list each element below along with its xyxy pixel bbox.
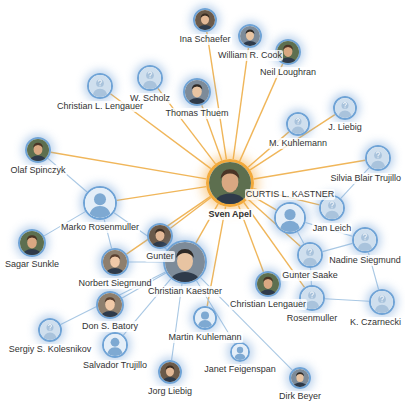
- author-name: Christian L. Lengauer: [56, 101, 144, 112]
- author-name: Janet Feigenspan: [203, 364, 277, 375]
- author-avatar: [183, 78, 211, 106]
- author-node: Silvia Blair Trujillo: [365, 145, 391, 171]
- author-name: Jan Leich: [312, 223, 353, 234]
- author-name: Gunter: [145, 251, 175, 262]
- author-node: M. Kuhlemann: [286, 112, 310, 136]
- coauthor-link: [117, 187, 207, 201]
- author-avatar: [352, 227, 378, 253]
- author-node: Ina Schaefer: [193, 8, 217, 32]
- author-name: Ina Schaefer: [178, 34, 231, 45]
- author-avatar: [297, 242, 323, 268]
- author-avatar: [38, 318, 62, 342]
- author-name: Nadine Siegmund: [328, 255, 402, 266]
- author-avatar: [83, 186, 117, 220]
- author-avatar: [286, 112, 310, 136]
- author-name: Thomas Thuem: [165, 108, 230, 119]
- author-node: W. Scholz: [137, 65, 163, 91]
- author-node: Marko Rosenmuller: [83, 186, 117, 220]
- author-avatar: [193, 306, 217, 330]
- author-name: Sergiy S. Kolesnikov: [8, 344, 93, 355]
- author-avatar: [147, 223, 173, 249]
- coauthor-link: [298, 232, 304, 244]
- author-node: Thomas Thuem: [183, 78, 211, 106]
- author-node: Jorg Liebig: [158, 360, 182, 384]
- author-name: Sven Apel: [207, 209, 252, 220]
- author-name: Salvador Trujillo: [82, 360, 148, 371]
- author-avatar: [369, 289, 395, 315]
- author-avatar: [238, 24, 262, 48]
- author-node: Norbert Siegmund: [101, 248, 129, 276]
- author-avatar: [230, 342, 250, 362]
- author-avatar: [137, 65, 163, 91]
- author-avatar: [289, 367, 311, 389]
- author-avatar: [87, 73, 113, 99]
- coauthor-link: [250, 115, 335, 170]
- author-avatar: [255, 271, 281, 297]
- author-node: Martin Kuhlemann: [193, 306, 217, 330]
- author-node: Sergiy S. Kolesnikov: [38, 318, 62, 342]
- author-node: Gunter: [147, 223, 173, 249]
- author-name: Norbert Siegmund: [77, 278, 152, 289]
- author-node: Janet Feigenspan: [230, 342, 250, 362]
- coauthor-link: [323, 243, 353, 251]
- author-name: Christian Kaestner: [147, 286, 223, 297]
- author-name: Silvia Blair Trujillo: [329, 173, 402, 184]
- author-avatar: [18, 229, 46, 257]
- author-name: Christian Lengauer: [229, 299, 307, 310]
- author-name: CURTIS L. KASTNER: [245, 189, 335, 200]
- author-node: Nadine Siegmund: [352, 227, 378, 253]
- author-avatar: [193, 8, 217, 32]
- author-avatar: [96, 291, 124, 319]
- author-name: K. Czarnecki: [349, 317, 402, 328]
- author-name: M. Kuhlemann: [268, 138, 328, 149]
- author-name: Gunter Saake: [281, 270, 339, 281]
- author-node: K. Czarnecki: [369, 289, 395, 315]
- author-node: Christian L. Lengauer: [87, 73, 113, 99]
- author-avatar: [158, 360, 182, 384]
- coauthor-link: [305, 223, 352, 237]
- coauthor-link: [233, 48, 248, 159]
- author-name: Neil Loughran: [259, 67, 317, 78]
- author-name: Rosenmuller: [286, 313, 339, 324]
- author-avatar: [101, 248, 129, 276]
- author-node: Christian Kaestner: [163, 240, 207, 284]
- author-name: Don S. Batory: [81, 321, 139, 332]
- coauthor-link: [170, 198, 211, 229]
- author-node: Salvador Trujillo: [102, 332, 128, 358]
- author-avatar: [333, 96, 357, 120]
- author-name: Martin Kuhlemann: [167, 332, 242, 343]
- author-name: Sagar Sunkle: [4, 259, 60, 270]
- author-node: Olaf Spinczyk: [25, 137, 51, 163]
- author-avatar: [274, 202, 306, 234]
- author-avatar: [365, 145, 391, 171]
- coauthor-link: [61, 272, 166, 325]
- author-node: J. Liebig: [333, 96, 357, 120]
- author-name: Jorg Liebig: [147, 386, 193, 397]
- coauthor-link: [51, 152, 207, 179]
- author-node: Gunter Saake: [297, 242, 323, 268]
- author-avatar: [163, 240, 207, 284]
- author-avatar: [25, 137, 51, 163]
- author-avatar: [102, 332, 128, 358]
- author-name: Dirk Beyer: [278, 391, 322, 402]
- coauthor-link: [325, 299, 369, 302]
- author-node: William R. Cook: [238, 24, 262, 48]
- author-name: William R. Cook: [217, 50, 283, 61]
- author-name: J. Liebig: [327, 122, 363, 133]
- author-name: Marko Rosenmuller: [60, 222, 140, 233]
- author-node: Sagar Sunkle: [18, 229, 46, 257]
- author-node: Don S. Batory: [96, 291, 124, 319]
- author-node: Dirk Beyer: [289, 367, 311, 389]
- author-node: CURTIS L. KASTNER: [274, 202, 306, 234]
- author-node: Christian Lengauer: [255, 271, 281, 297]
- author-name: Olaf Spinczyk: [9, 165, 66, 176]
